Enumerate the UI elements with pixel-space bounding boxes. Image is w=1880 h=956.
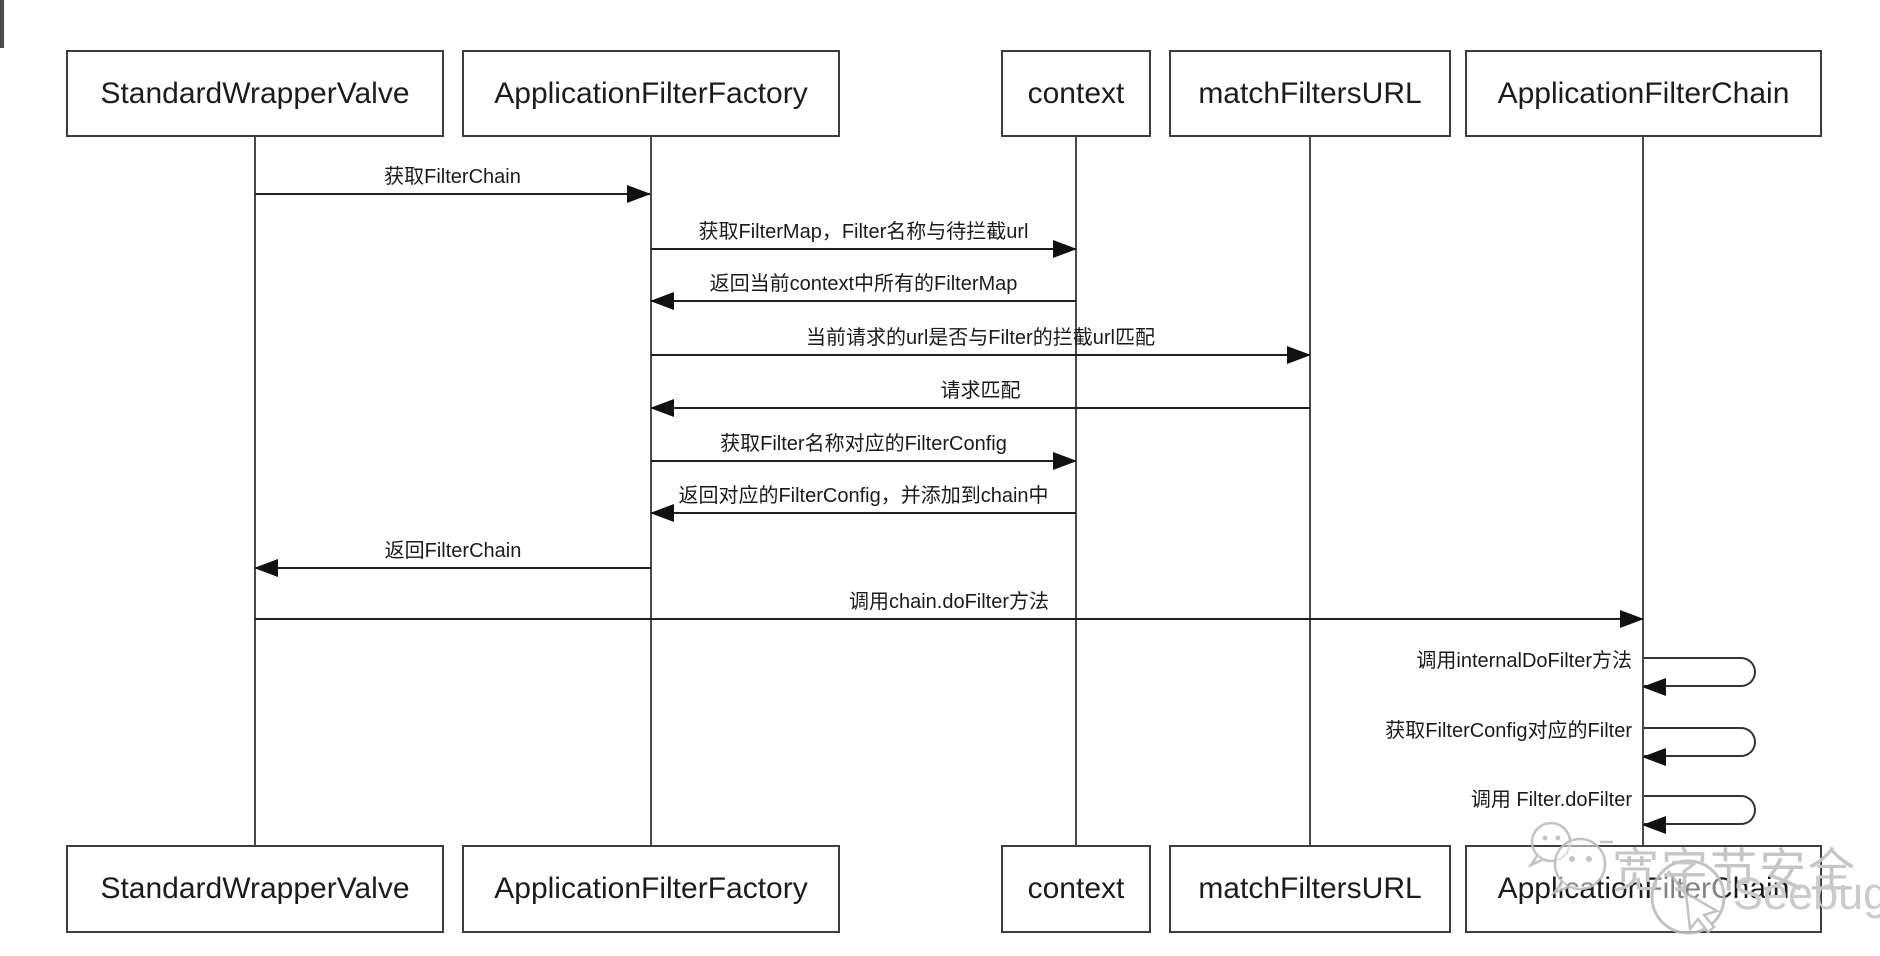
actor-box-bottom-standardwrappervalve: StandardWrapperValve [66,845,444,933]
message-label: 获取FilterMap，Filter名称与待拦截url [698,221,1029,243]
arrow-line [255,567,651,569]
actor-box-bottom-matchfiltersurl: matchFiltersURL [1169,845,1451,933]
lifeline-context [1075,137,1077,845]
arrowhead-left-icon [650,399,674,417]
actor-box-top-context: context [1001,50,1151,137]
lifeline-applicationfilterfactory [650,137,652,845]
arrowhead-right-icon [1053,452,1077,470]
message-label: 调用chain.doFilter方法 [848,591,1050,613]
actor-label: StandardWrapperValve [100,76,410,110]
arrow-line [651,407,1310,409]
arrowhead-right-icon [1053,240,1077,258]
arrowhead-right-icon [1287,346,1311,364]
arrow-line [255,618,1643,620]
message-label: 返回对应的FilterConfig，并添加到chain中 [678,485,1049,507]
actor-label: StandardWrapperValve [100,872,410,905]
message-label: 当前请求的url是否与Filter的拦截url匹配 [806,327,1155,349]
arrowhead-left-icon [650,504,674,522]
message-label: 获取Filter名称对应的FilterConfig [720,433,1007,455]
actor-box-bottom-applicationfilterchain: ApplicationFilterChain [1465,845,1822,933]
actor-label: matchFiltersURL [1198,872,1422,905]
actor-label: ApplicationFilterChain [1497,872,1790,905]
actor-box-bottom-context: context [1001,845,1151,933]
self-call-loop-filter-dofilter [1642,795,1756,834]
message-label: 获取FilterChain [384,166,521,188]
arrowhead-right-icon [1620,610,1644,628]
actor-label: ApplicationFilterFactory [494,76,808,110]
arrow-line [651,300,1076,302]
message-label: 返回当前context中所有的FilterMap [709,273,1018,295]
arrowhead-left-icon [254,559,278,577]
self-message-label-filter-dofilter: 调用 Filter.doFilter [1470,789,1632,811]
arrowhead-left-icon [650,292,674,310]
actor-box-top-applicationfilterchain: ApplicationFilterChain [1465,50,1822,137]
arrowhead-left-icon [1642,748,1666,766]
actor-box-top-matchfiltersurl: matchFiltersURL [1169,50,1451,137]
actor-box-top-applicationfilterfactory: ApplicationFilterFactory [462,50,840,137]
arrow-line [255,193,650,195]
message-label: 返回FilterChain [384,540,522,562]
arrow-line [651,248,1076,250]
lifeline-standardwrappervalve [254,137,256,845]
arrow-line [651,460,1076,462]
arrowhead-left-icon [1642,678,1666,696]
lifeline-applicationfilterchain [1642,137,1644,845]
actor-label: context [1027,76,1125,110]
actor-label: ApplicationFilterChain [1497,76,1790,110]
scan-edge-artifact [0,0,4,48]
self-message-label-get-filter: 获取FilterConfig对应的Filter [1385,720,1632,742]
message-label: 请求匹配 [940,380,1021,402]
arrow-line [651,354,1310,356]
self-message-label-internaldofilter: 调用internalDoFilter方法 [1416,650,1632,672]
self-call-loop-get-filter [1642,727,1756,766]
self-call-loop-internaldofilter [1642,657,1756,696]
actor-label: context [1027,872,1125,905]
lifeline-matchfiltersurl [1309,137,1311,845]
actor-label: matchFiltersURL [1198,76,1422,110]
actor-label: ApplicationFilterFactory [494,872,808,905]
arrowhead-left-icon [1642,816,1666,834]
actor-box-bottom-applicationfilterfactory: ApplicationFilterFactory [462,845,840,933]
arrowhead-right-icon [627,185,651,203]
arrow-line [651,512,1076,514]
actor-box-top-standardwrappervalve: StandardWrapperValve [66,50,444,137]
